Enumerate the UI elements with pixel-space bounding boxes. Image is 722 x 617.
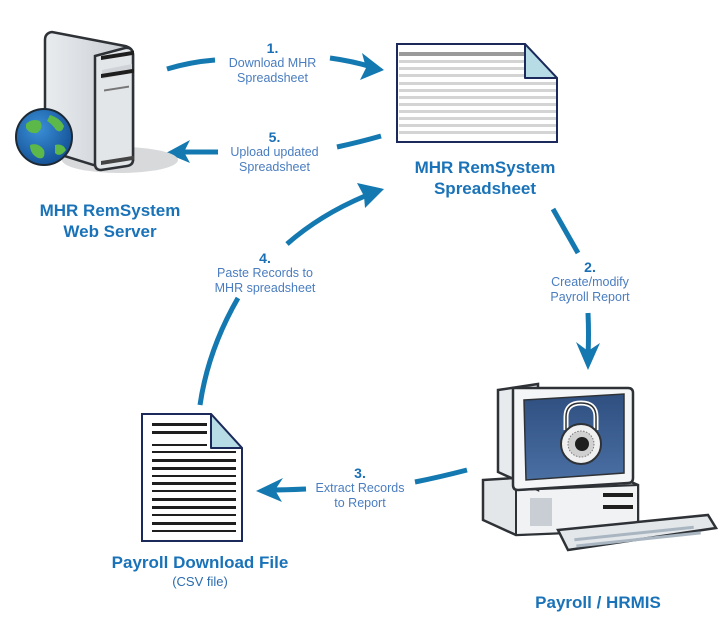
spreadsheet-label-line2: Spreadsheet (433, 179, 537, 198)
step-1-number: 1. (266, 40, 279, 56)
payroll-hrmis-node[interactable] (478, 380, 718, 575)
step-4-line2: MHR spreadsheet (214, 281, 316, 295)
step-2-label: 2. Create/modify Payroll Report (525, 259, 655, 305)
step-1-line1: Download MHR (228, 56, 317, 70)
spreadsheet-label-line1: MHR RemSystem (414, 158, 556, 177)
spreadsheet-label: MHR RemSystem Spreadsheet (385, 157, 585, 199)
web-server-label-line2: Web Server (63, 222, 157, 241)
step-4-number: 4. (259, 250, 271, 266)
step-3-number: 3. (354, 465, 366, 481)
spreadsheet-node[interactable] (395, 42, 565, 147)
arrow-step-4-head (357, 183, 384, 208)
step-4-line1: Paste Records to (217, 266, 313, 280)
step-5-label: 5. Upload updated Spreadsheet (212, 129, 337, 175)
step-3-line2: to Report (334, 496, 386, 510)
web-server-node[interactable] (0, 0, 220, 240)
step-2-number: 2. (584, 259, 596, 275)
arrow-step-3-head (256, 478, 283, 502)
arrow-step-2-bottom (585, 312, 591, 356)
arrow-step-5-right (336, 133, 382, 150)
step-1-line2: Spreadsheet (237, 71, 308, 85)
step-2-line1: Create/modify (551, 275, 629, 289)
locked-computer-icon (481, 382, 718, 552)
step-5-line1: Upload updated (230, 145, 319, 159)
download-file-node[interactable] (140, 412, 250, 544)
step-1-label: 1. Download MHR Spreadsheet (210, 40, 335, 86)
text-document-icon (141, 413, 243, 542)
download-file-sublabel: (CSV file) (172, 574, 228, 589)
web-server-label: MHR RemSystem Web Server (0, 200, 220, 242)
step-3-line1: Extract Records (315, 481, 405, 495)
arrow-step-1-head (360, 53, 384, 80)
step-3-label: 3. Extract Records to Report (300, 465, 420, 511)
arrow-step-4-top (285, 193, 366, 246)
arrow-step-4-bottom (197, 296, 241, 406)
payroll-hrmis-label: Payroll / HRMIS (535, 593, 661, 612)
arrow-step-3-right (414, 467, 468, 485)
step-5-number: 5. (268, 129, 281, 145)
arrow-step-2-head (576, 342, 600, 370)
arrow-step-2-top (550, 207, 581, 255)
step-4-label: 4. Paste Records to MHR spreadsheet (190, 250, 340, 296)
web-server-label-line1: MHR RemSystem (39, 201, 181, 220)
step-5-line2: Spreadsheet (239, 160, 310, 174)
arrow-step-5-head (166, 140, 190, 163)
step-2-line2: Payroll Report (550, 290, 630, 304)
server-globe-icon (15, 30, 178, 173)
arrow-step-1-left (166, 57, 216, 72)
spreadsheet-document-icon (396, 43, 558, 143)
download-file-label: Payroll Download File (111, 553, 289, 572)
